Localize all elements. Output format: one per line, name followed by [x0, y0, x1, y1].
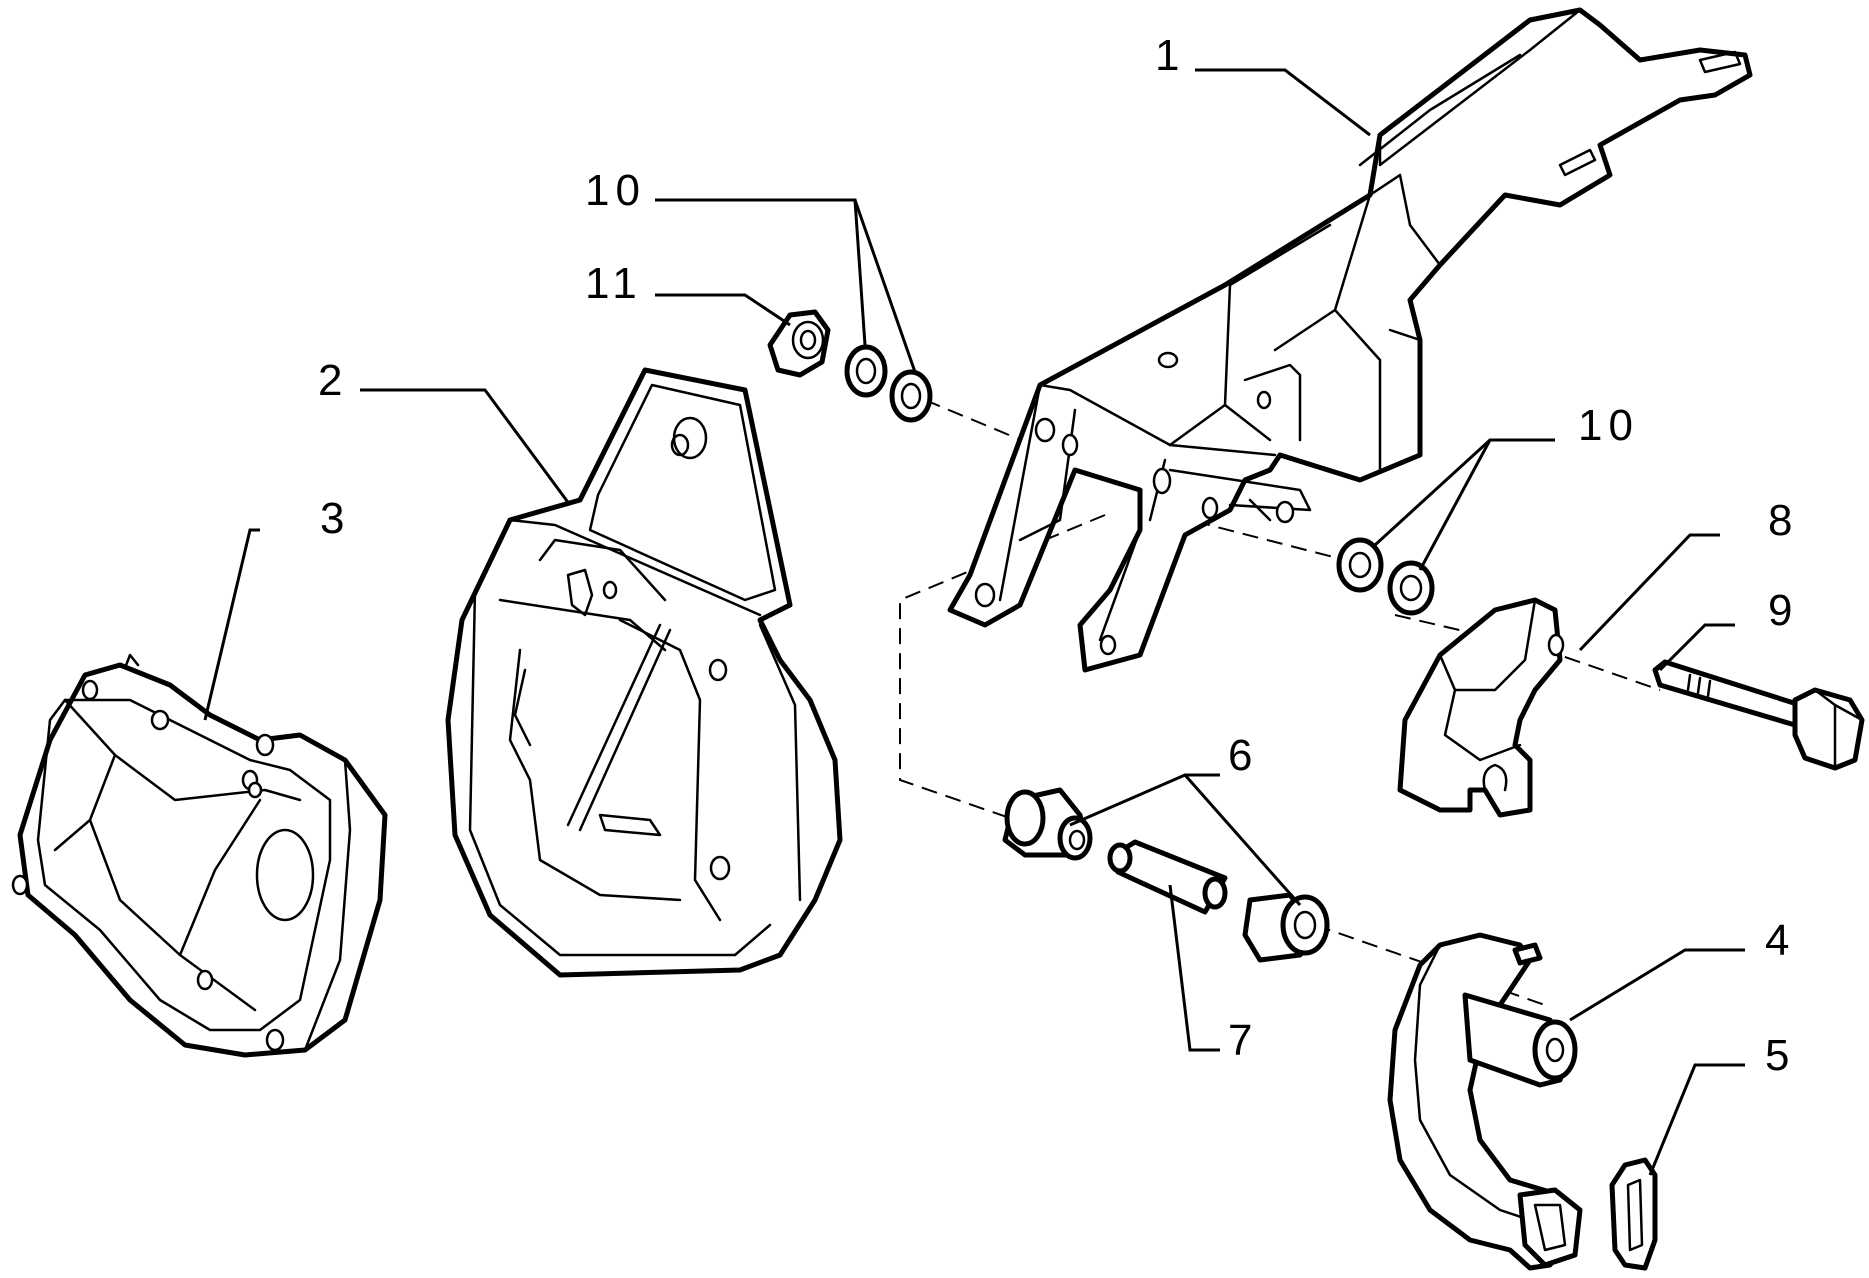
part-11-nut — [767, 309, 831, 378]
part-7-spacer-tube — [1107, 839, 1228, 915]
part-1-support-bracket — [947, 7, 1753, 673]
callout-2: 2 — [318, 356, 348, 405]
part-8-plate — [1397, 597, 1565, 818]
part-10-washers-upper — [844, 344, 933, 423]
part-9-bolt — [1652, 659, 1865, 771]
leader-lines — [203, 68, 1745, 1176]
part-6-bushing-right — [1242, 892, 1330, 963]
part-2-bracket-housing — [445, 367, 843, 978]
callout-3: 3 — [320, 494, 350, 543]
callout-10-lower: 10 — [1578, 401, 1639, 450]
callout-5: 5 — [1765, 1031, 1795, 1080]
callout-1: 1 — [1155, 31, 1185, 80]
callout-labels: 1 2 3 4 5 6 7 8 9 10 10 11 — [318, 31, 1798, 1080]
part-10-washers-lower — [1336, 537, 1435, 616]
callout-8: 8 — [1768, 496, 1798, 545]
part-5-pedal-pad — [1609, 1157, 1658, 1271]
part-3-cover — [11, 653, 388, 1058]
callout-4: 4 — [1765, 916, 1795, 965]
part-4-pedal — [1387, 932, 1583, 1271]
callout-7: 7 — [1228, 1016, 1258, 1065]
callout-11: 11 — [585, 259, 643, 308]
callout-9: 9 — [1768, 586, 1798, 635]
part-6-bushing-left — [1002, 787, 1093, 861]
callout-6: 6 — [1228, 731, 1258, 780]
callout-10-upper: 10 — [585, 166, 646, 215]
